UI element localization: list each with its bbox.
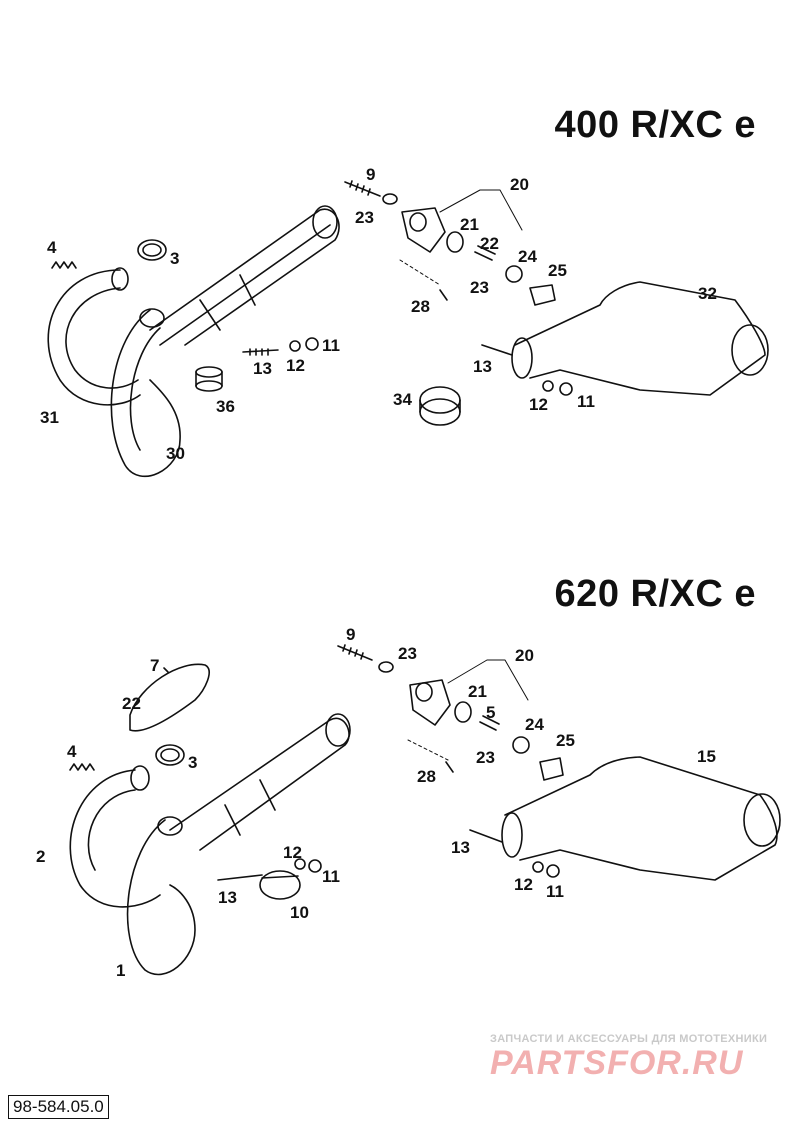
watermark-logo: PARTSFOR.RU	[490, 1044, 744, 1082]
callout: 24	[525, 715, 544, 734]
callout: 22	[480, 234, 499, 253]
bolt-13-bottom-left	[217, 874, 263, 881]
section-title-620: 620 R/XC e	[554, 573, 756, 615]
callout: 23	[470, 278, 489, 297]
callout: 12	[529, 395, 548, 414]
gasket-5	[129, 663, 210, 732]
bolt-13-top-left	[242, 348, 279, 356]
screw-28-top	[439, 289, 448, 301]
washer-23-bottom	[378, 661, 394, 673]
callout: 13	[473, 357, 492, 376]
callout: 12	[514, 875, 533, 894]
callout: 23	[355, 208, 374, 227]
bolt-13-top-right	[481, 344, 513, 356]
washer-12-top-left	[289, 340, 301, 352]
callout: 30	[166, 444, 185, 463]
watermark-tagline: ЗАПЧАСТИ И АКСЕССУАРЫ ДЛЯ МОТОТЕХНИКИ	[490, 1033, 768, 1045]
callout: 10	[290, 903, 309, 922]
header-pipe-31	[47, 267, 141, 406]
callout: 13	[451, 838, 470, 857]
rubber-21-bottom	[454, 701, 472, 723]
callout: 15	[697, 747, 716, 766]
sleeve-22-top	[474, 245, 496, 261]
callout: 13	[253, 359, 272, 378]
washer-24-bottom	[512, 736, 530, 754]
callout: 23	[398, 644, 417, 663]
callout: 11	[322, 336, 340, 355]
screw-28-bottom	[445, 761, 454, 773]
callout: 21	[460, 215, 479, 234]
nut-11-bottom-right	[546, 864, 560, 878]
callout: 28	[417, 767, 436, 786]
sleeve-22-bottom	[479, 715, 500, 731]
callout: 22	[122, 694, 141, 713]
bolt-9-bottom	[337, 644, 373, 661]
callout: 34	[393, 390, 412, 409]
callouts-top: 9 20 23 21 22 4 3 24 25 32 23 28 13 12 1…	[40, 165, 717, 463]
silencer-15	[501, 756, 781, 881]
callout: 5	[486, 703, 495, 722]
callout: 13	[218, 888, 237, 907]
bolt-13-bottom-right	[469, 829, 503, 843]
callout: 31	[40, 408, 59, 427]
callout: 20	[510, 175, 529, 194]
washer-12-top-right	[542, 380, 554, 392]
washer-24-top	[505, 265, 523, 283]
callout: 3	[170, 249, 179, 268]
gasket-3-bottom	[155, 744, 185, 766]
document-number: 98-584.05.0	[8, 1095, 109, 1119]
silencer-32	[511, 281, 769, 396]
callout: 4	[67, 742, 77, 761]
spring-4	[51, 261, 77, 269]
bracket-20-bottom	[409, 679, 451, 726]
gasket-3	[137, 239, 167, 261]
sleeve-34	[419, 386, 461, 426]
callout: 4	[47, 238, 57, 257]
callout: 12	[283, 843, 302, 862]
callout: 9	[346, 625, 355, 644]
callout: 25	[548, 261, 567, 280]
callout: 2	[36, 847, 45, 866]
nut-11-top-left	[305, 337, 319, 351]
callout: 20	[515, 646, 534, 665]
spring-4-bottom	[69, 763, 95, 771]
header-pipe-30	[110, 308, 181, 477]
bracket-20-top	[401, 207, 446, 253]
callout: 21	[468, 682, 487, 701]
washer-23-top	[382, 193, 398, 205]
callout: 28	[411, 297, 430, 316]
front-silencer-pipe	[149, 205, 340, 346]
rubber-21-top	[446, 231, 464, 253]
clamp-10	[259, 870, 301, 900]
bolt-9-top	[344, 180, 381, 197]
callout: 1	[116, 961, 125, 980]
callout: 7	[150, 656, 159, 675]
callout: 32	[698, 284, 717, 303]
callout: 11	[577, 392, 595, 411]
callouts-bottom: 9 20 23 7 21 22 5 24 25 15 4 3 23 28 13 …	[36, 625, 716, 980]
header-pipe-1	[126, 816, 196, 976]
callout: 36	[216, 397, 235, 416]
callout: 11	[546, 882, 564, 901]
callout: 24	[518, 247, 537, 266]
header-pipe-2	[69, 765, 161, 908]
callout: 9	[366, 165, 375, 184]
sleeve-36	[195, 366, 223, 392]
clip-25-bottom	[539, 757, 564, 781]
clip-25-top	[529, 284, 556, 306]
callout: 12	[286, 356, 305, 375]
callout: 23	[476, 748, 495, 767]
callout: 11	[322, 867, 340, 886]
section-title-400: 400 R/XC e	[554, 104, 756, 146]
washer-12-bottom-right	[532, 861, 544, 873]
screw-7	[163, 667, 169, 673]
callout: 25	[556, 731, 575, 750]
washer-12-bottom-left	[294, 858, 306, 870]
callout: 3	[188, 753, 197, 772]
nut-11-bottom-left	[308, 859, 322, 873]
front-silencer-pipe-bottom	[169, 713, 351, 851]
nut-11-top-right	[559, 382, 573, 396]
